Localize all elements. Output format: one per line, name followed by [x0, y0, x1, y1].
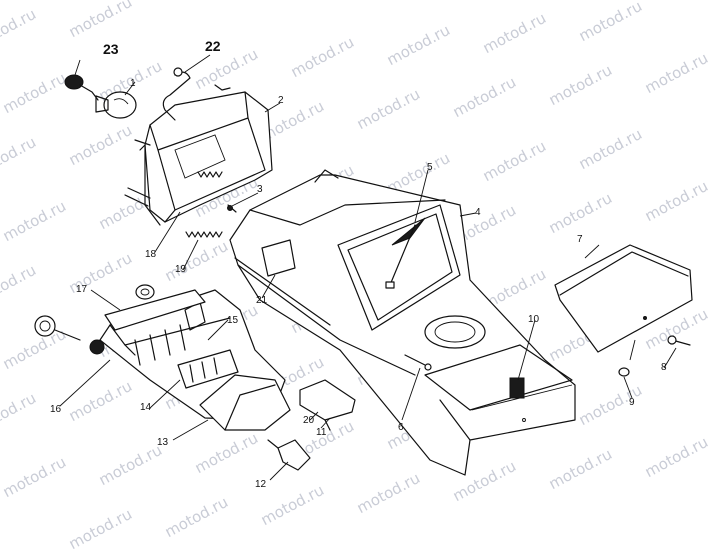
dash-panel	[229, 169, 576, 476]
callout-12: 12	[255, 479, 267, 490]
fuse-block	[177, 349, 239, 389]
wire-harness	[162, 67, 231, 121]
exploded-view-drawing	[34, 54, 693, 481]
callout-21: 21	[256, 295, 268, 306]
callout-6: 6	[398, 422, 404, 433]
bulb	[95, 91, 137, 119]
key-switch	[34, 315, 105, 355]
connector-plug	[267, 439, 311, 471]
callout-23: 23	[103, 41, 119, 57]
fastener-bolt	[667, 335, 691, 346]
callout-7: 7	[577, 234, 583, 245]
adjust-spring-upper	[197, 171, 223, 178]
callout-16: 16	[50, 404, 62, 415]
callout-10: 10	[528, 314, 540, 325]
fastener-nut	[618, 339, 636, 377]
grommet	[135, 284, 155, 300]
callout-5: 5	[427, 162, 433, 173]
relay-housing	[199, 374, 291, 431]
headlight-housing	[124, 91, 273, 226]
callout-14: 14	[140, 402, 152, 413]
callout-20: 20	[303, 415, 315, 426]
callout-19: 19	[175, 264, 187, 275]
small-bracket	[299, 379, 356, 431]
callout-11: 11	[316, 427, 327, 438]
callout-4: 4	[475, 207, 481, 218]
mounting-screw	[227, 204, 237, 213]
callout-13: 13	[157, 437, 169, 448]
callout-17: 17	[76, 284, 88, 295]
callout-15: 15	[227, 315, 239, 326]
callout-8: 8	[661, 362, 667, 373]
leader-lines	[59, 54, 677, 481]
callout-2: 2	[278, 95, 284, 106]
callout-3: 3	[257, 184, 263, 195]
callout-9: 9	[629, 397, 635, 408]
bulb-socket	[64, 74, 99, 101]
callout-22: 22	[205, 38, 221, 54]
switch-cover-plate	[104, 289, 206, 331]
adjust-spring-lower	[185, 231, 223, 238]
side-cover-panel	[554, 244, 693, 353]
callout-18: 18	[145, 249, 157, 260]
callout-1: 1	[130, 78, 136, 89]
